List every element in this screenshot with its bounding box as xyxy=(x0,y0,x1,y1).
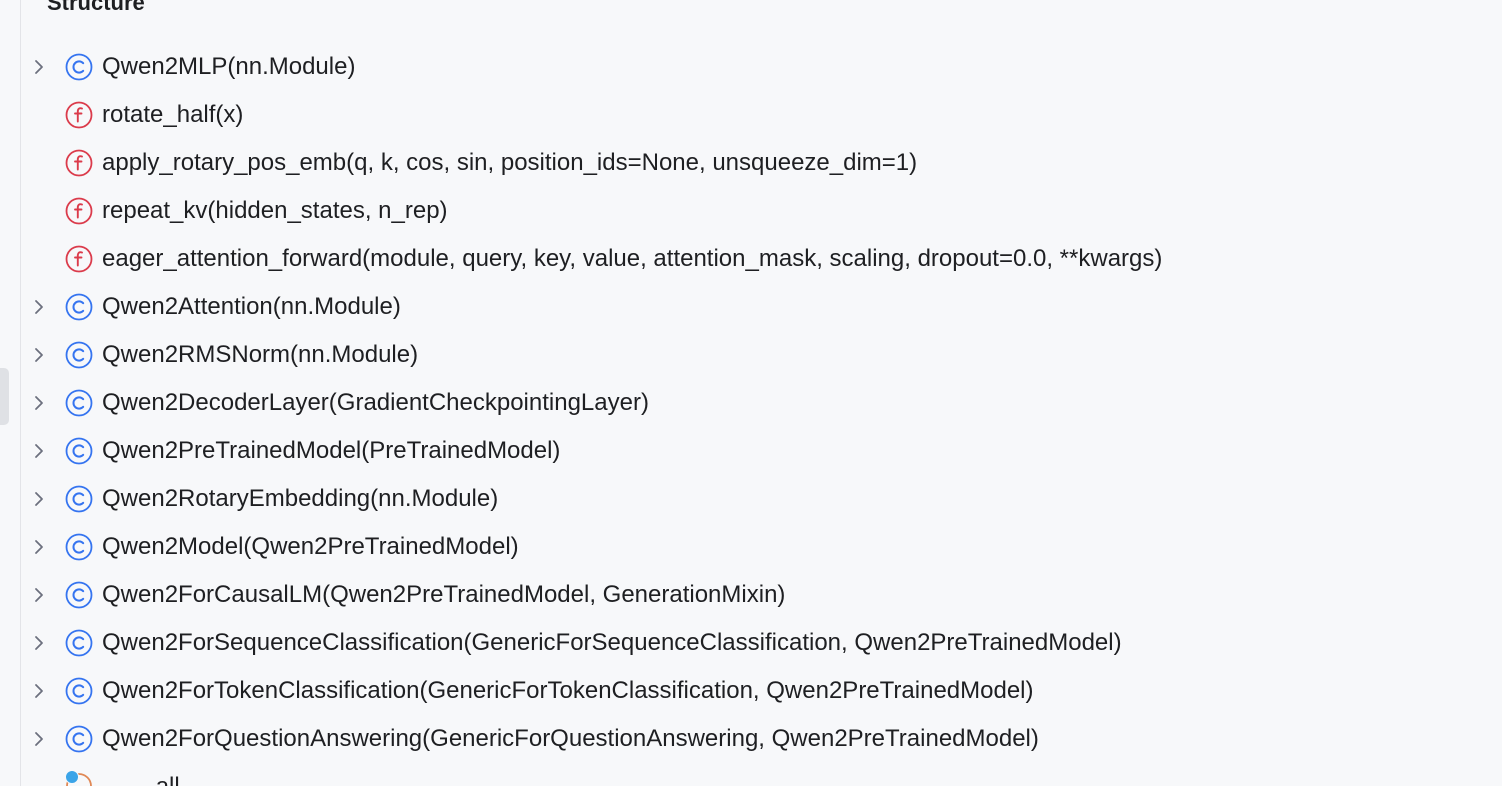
tree-item-label: Qwen2Model(Qwen2PreTrainedModel) xyxy=(102,533,519,560)
tree-item-label: Qwen2ForTokenClassification(GenericForTo… xyxy=(102,677,1034,704)
tree-item-label: Qwen2ForCausalLM(Qwen2PreTrainedModel, G… xyxy=(102,581,786,608)
chevron-right-icon[interactable] xyxy=(29,729,49,749)
class-icon xyxy=(65,533,93,561)
tree-item-label: Qwen2DecoderLayer(GradientCheckpointingL… xyxy=(102,389,649,416)
tree-item-label: eager_attention_forward(module, query, k… xyxy=(102,245,1163,272)
tree-item-label: apply_rotary_pos_emb(q, k, cos, sin, pos… xyxy=(102,149,918,176)
tree-item-label: Qwen2RotaryEmbedding(nn.Module) xyxy=(102,485,499,512)
chevron-right-icon[interactable] xyxy=(29,393,49,413)
gutter-divider xyxy=(20,0,21,786)
panel-title: Structure xyxy=(47,0,145,15)
class-icon xyxy=(65,677,93,705)
chevron-right-icon[interactable] xyxy=(29,441,49,461)
tree-item-label: Qwen2ForSequenceClassification(GenericFo… xyxy=(102,629,1122,656)
structure-panel: Structure Qwen2MLP(nn.Module) rotate_half… xyxy=(21,0,1502,786)
tree-item[interactable]: repeat_kv(hidden_states, n_rep) xyxy=(21,187,1502,235)
function-icon xyxy=(65,101,93,129)
tree-item[interactable]: Qwen2Model(Qwen2PreTrainedModel) xyxy=(21,523,1502,571)
chevron-right-icon[interactable] xyxy=(29,537,49,557)
tree-item-label: Qwen2Attention(nn.Module) xyxy=(102,293,401,320)
tool-window-stripe-button[interactable] xyxy=(0,368,9,425)
tree-item[interactable]: Qwen2ForCausalLM(Qwen2PreTrainedModel, G… xyxy=(21,571,1502,619)
tree-item[interactable]: Qwen2PreTrainedModel(PreTrainedModel) xyxy=(21,427,1502,475)
tree-item[interactable]: Qwen2RMSNorm(nn.Module) xyxy=(21,331,1502,379)
structure-tree: Qwen2MLP(nn.Module) rotate_half(x) apply_r… xyxy=(21,43,1502,763)
tree-item-label: Qwen2RMSNorm(nn.Module) xyxy=(102,341,419,368)
tree-item[interactable]: apply_rotary_pos_emb(q, k, cos, sin, pos… xyxy=(21,139,1502,187)
class-icon xyxy=(65,485,93,513)
class-icon xyxy=(65,293,93,321)
tree-item[interactable]: Qwen2RotaryEmbedding(nn.Module) xyxy=(21,475,1502,523)
class-icon xyxy=(65,725,93,753)
tree-item-partial[interactable]: __all__ xyxy=(65,770,265,786)
tree-item-label: rotate_half(x) xyxy=(102,101,244,128)
tree-item[interactable]: Qwen2MLP(nn.Module) xyxy=(21,43,1502,91)
tree-item[interactable]: Qwen2Attention(nn.Module) xyxy=(21,283,1502,331)
chevron-right-icon[interactable] xyxy=(29,681,49,701)
tree-item[interactable]: rotate_half(x) xyxy=(21,91,1502,139)
tree-item-label: Qwen2ForQuestionAnswering(GenericForQues… xyxy=(102,725,1039,752)
chevron-right-icon[interactable] xyxy=(29,297,49,317)
class-icon xyxy=(65,389,93,417)
tree-item-label: __all__ xyxy=(129,773,206,786)
class-icon xyxy=(65,581,93,609)
chevron-right-icon[interactable] xyxy=(29,345,49,365)
function-icon xyxy=(65,245,93,273)
tree-item-label: Qwen2PreTrainedModel(PreTrainedModel) xyxy=(102,437,561,464)
chevron-right-icon[interactable] xyxy=(29,489,49,509)
function-icon xyxy=(65,149,93,177)
variable-icon xyxy=(66,773,92,786)
tree-item-label: Qwen2MLP(nn.Module) xyxy=(102,53,356,80)
chevron-right-icon[interactable] xyxy=(29,57,49,77)
tree-item[interactable]: eager_attention_forward(module, query, k… xyxy=(21,235,1502,283)
class-icon xyxy=(65,629,93,657)
tree-item-label: repeat_kv(hidden_states, n_rep) xyxy=(102,197,448,224)
class-icon xyxy=(65,341,93,369)
function-icon xyxy=(65,197,93,225)
tree-item[interactable]: Qwen2DecoderLayer(GradientCheckpointingL… xyxy=(21,379,1502,427)
tree-item[interactable]: Qwen2ForTokenClassification(GenericForTo… xyxy=(21,667,1502,715)
chevron-right-icon[interactable] xyxy=(29,585,49,605)
chevron-right-icon[interactable] xyxy=(29,633,49,653)
class-icon xyxy=(65,437,93,465)
class-icon xyxy=(65,53,93,81)
tree-item[interactable]: Qwen2ForSequenceClassification(GenericFo… xyxy=(21,619,1502,667)
tree-item[interactable]: Qwen2ForQuestionAnswering(GenericForQues… xyxy=(21,715,1502,763)
marker-dot-icon xyxy=(65,770,79,784)
left-gutter xyxy=(0,0,20,786)
